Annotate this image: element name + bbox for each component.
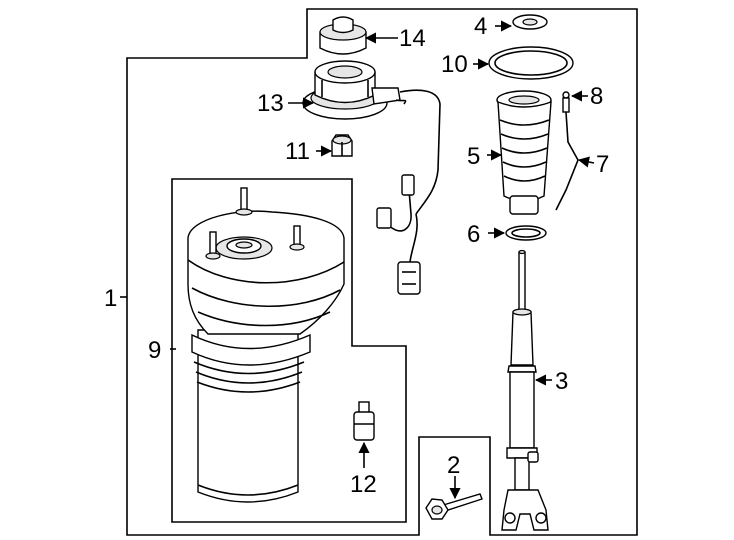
part-12-valve	[353, 401, 375, 441]
callout-6: 6	[467, 221, 480, 248]
callout-4: 4	[474, 13, 487, 40]
assembly-outline	[126, 8, 638, 536]
wiring-harness	[376, 174, 421, 295]
callout-1: 1	[104, 285, 117, 312]
part-5-dust-boot	[496, 90, 552, 215]
callout-11: 11	[285, 138, 310, 165]
callout-12: 12	[350, 471, 377, 498]
part-10-seal-ring	[488, 46, 574, 80]
callout-3: 3	[555, 368, 568, 395]
part-7-8-rod	[555, 91, 579, 211]
callout-10: 10	[441, 51, 468, 78]
part-2-bolt	[425, 493, 483, 520]
callout-14: 14	[399, 25, 426, 52]
part-6-o-ring	[505, 225, 547, 241]
part-3-shock-absorber	[501, 249, 549, 531]
part-11-nut	[331, 134, 353, 157]
callout-13: 13	[257, 90, 284, 117]
part-9-air-spring	[187, 187, 345, 503]
callout-5: 5	[467, 143, 480, 170]
part-13-mount-bearing	[302, 60, 441, 215]
part-4-washer	[512, 14, 548, 30]
callout-9: 9	[148, 337, 161, 364]
air-spring-box	[171, 178, 407, 523]
part-14-top-cap	[319, 16, 367, 55]
callout-2: 2	[447, 452, 460, 479]
leader-lines	[120, 20, 595, 500]
callout-7: 7	[596, 151, 609, 178]
callout-8: 8	[590, 83, 603, 110]
